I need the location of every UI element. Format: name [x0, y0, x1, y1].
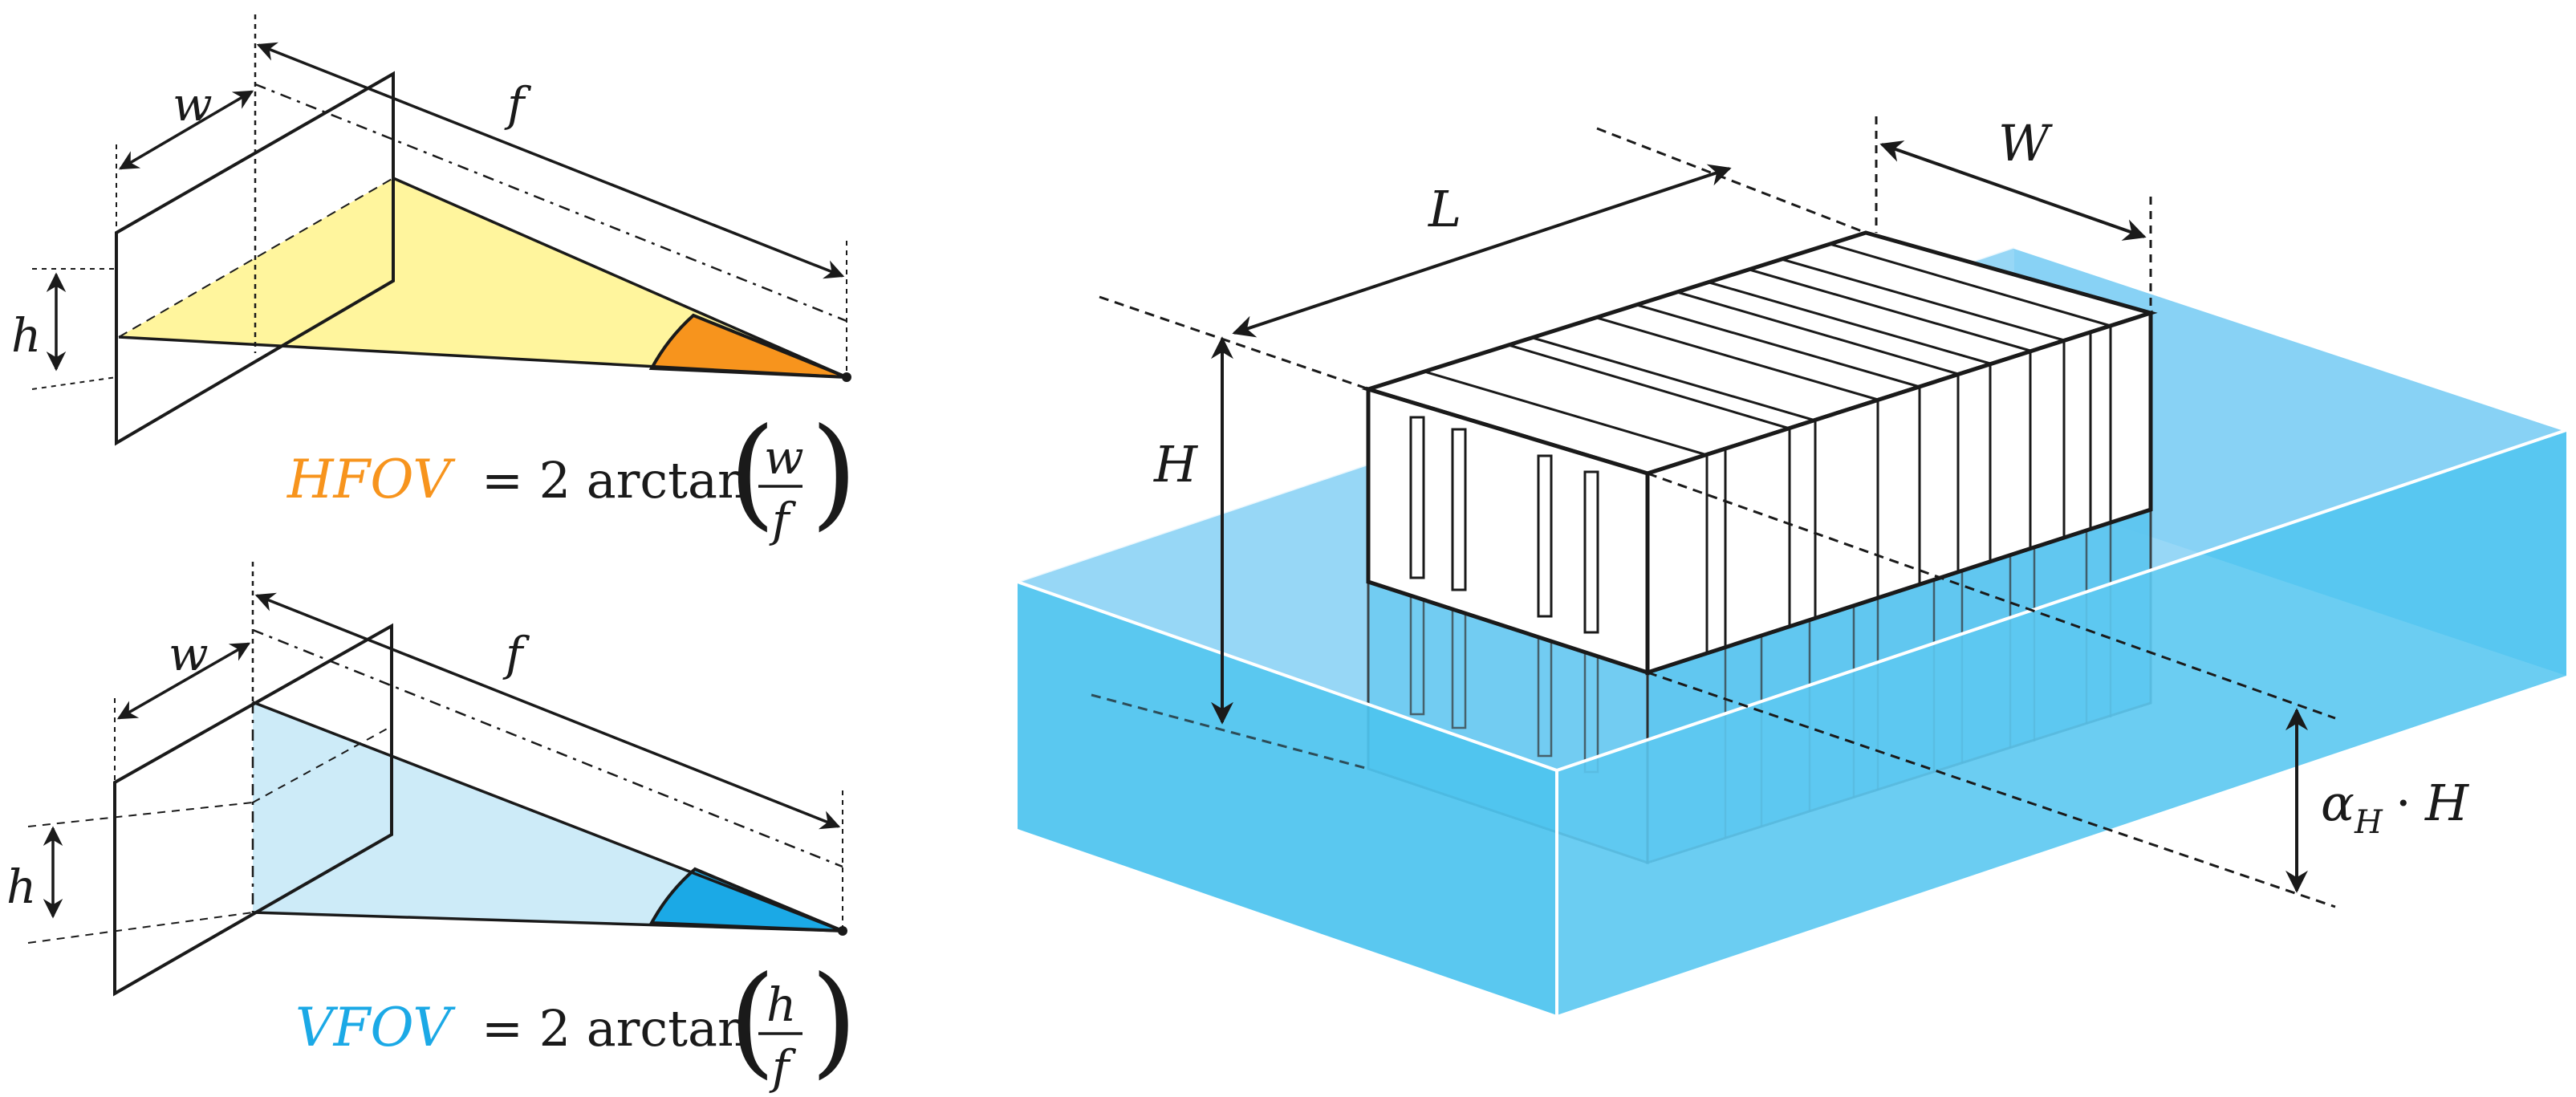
- hfov-angle-wedge: [648, 313, 847, 379]
- container-side: [1645, 310, 2153, 676]
- container-diagram: L W H α H · H: [1017, 114, 2567, 1015]
- draft-alpha-subscript: H: [2354, 804, 2383, 841]
- water-right-front-face: [1557, 430, 2566, 1015]
- vfov-h-label: h: [6, 859, 36, 914]
- vfov-f-label: f: [502, 627, 530, 681]
- hfov-diagram: w f h HFOV = 2 arctan ( w f ): [11, 14, 858, 547]
- vfov-diagram: w f h VFOV = 2 arctan ( h f ): [6, 562, 858, 1095]
- water-front-face: [1018, 582, 1557, 1015]
- vfov-paren-right: ): [811, 951, 858, 1091]
- vfov-formula-eq: = 2 arctan: [481, 999, 750, 1058]
- hfov-formula-lhs: HFOV: [286, 449, 456, 510]
- hfov-f-label: f: [504, 77, 532, 132]
- hfov-paren-right: ): [811, 403, 858, 542]
- vfov-angle-wedge: [648, 867, 843, 932]
- hfov-formula-eq: = 2 arctan: [481, 451, 750, 510]
- vfov-formula-num: h: [766, 977, 796, 1032]
- container-door-bars: [1409, 416, 1599, 634]
- hfov-paren-left: (: [729, 403, 776, 542]
- length-L-label: L: [1428, 180, 1461, 238]
- hfov-w-label: w: [173, 77, 213, 132]
- height-H-label: H: [1153, 435, 1199, 494]
- vfov-formula-lhs: VFOV: [295, 997, 456, 1058]
- draft-alpha-label: α: [2321, 774, 2355, 832]
- vfov-paren-left: (: [729, 951, 776, 1091]
- hfov-h-label: h: [11, 308, 41, 363]
- hfov-formula-num: w: [764, 430, 804, 485]
- width-W-label: W: [1998, 114, 2053, 173]
- vfov-w-label: w: [169, 627, 209, 681]
- draft-H-label: H: [2424, 774, 2470, 832]
- vfov-formula-den: f: [769, 1040, 797, 1095]
- draft-cdot: ·: [2395, 774, 2411, 832]
- hfov-formula-den: f: [769, 493, 797, 547]
